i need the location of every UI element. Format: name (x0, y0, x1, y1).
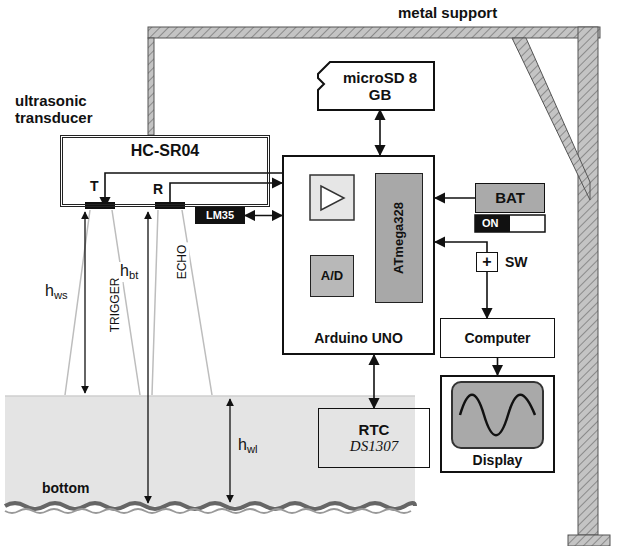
water-body (5, 396, 415, 506)
signal-connector (497, 358, 499, 375)
node-text: HC-SR04 (63, 142, 267, 160)
rtc-box: RTCDS1307 (318, 408, 430, 468)
dimension-line (229, 399, 230, 502)
signal-connector (435, 197, 475, 199)
trigger-beam (65, 210, 140, 395)
sd-card-outline (318, 62, 434, 110)
signal-name: ECHO (176, 243, 189, 282)
transducer-housing: ultrasonic transducerHC-SR04 (60, 135, 270, 207)
waveform (460, 395, 535, 436)
support-column (578, 27, 598, 535)
display-screen (452, 382, 543, 448)
node-text: RTC (359, 421, 390, 438)
water-surface (5, 395, 415, 397)
processor-chip: ATmega328 (375, 173, 423, 303)
node-text: SW (505, 254, 528, 270)
signal-connector (379, 110, 381, 155)
support-hanger (148, 38, 154, 135)
microcontroller-board: Arduino UNO A/D ATmega328 (282, 155, 435, 355)
node-text: ultrasonic transducer (15, 92, 143, 127)
computer-box: Computer (440, 318, 555, 358)
echo-beam (152, 210, 212, 395)
dimension-line (84, 212, 85, 393)
support-brace (512, 38, 590, 200)
signal-name: TRIGGER (109, 276, 122, 335)
dimension-label: hbt (119, 262, 139, 282)
adc-block: A/D (310, 255, 354, 297)
node-text: LM35 (206, 209, 234, 222)
node-text: ATmega328 (392, 202, 407, 274)
dimension-label: hwl (237, 436, 258, 456)
signal-connector (373, 355, 375, 408)
node-text: Display (442, 452, 553, 468)
node-text: Arduino UNO (284, 330, 433, 346)
signal-connector (105, 173, 282, 207)
display-box: Display (440, 375, 555, 473)
signal-connector (170, 183, 282, 207)
bottom-texture (5, 509, 411, 513)
node-text: + (482, 254, 491, 270)
support-base (568, 535, 610, 546)
dimension-label: hws (44, 282, 69, 302)
power-switch (475, 215, 545, 232)
pin-name: R (153, 182, 163, 197)
signal-connector (435, 242, 487, 252)
storage-card: microSD 8 GB (318, 62, 442, 110)
amplifier-symbol (321, 186, 344, 210)
node-text: microSD 8 GB (336, 69, 424, 104)
switch-state: ON (482, 217, 499, 229)
amplifier-box (310, 175, 354, 220)
battery-box: BAT (475, 183, 545, 213)
signal-connector (486, 272, 488, 318)
temperature-sensor: LM35 (195, 207, 245, 224)
node-text: BAT (495, 189, 525, 206)
support-beam (148, 27, 600, 38)
pin-name: T (90, 179, 99, 194)
node-text: DS1307 (350, 438, 398, 455)
node-text: Computer (464, 330, 530, 346)
bottom-ground (5, 503, 415, 509)
node-text: A/D (321, 269, 343, 284)
switch-lever (475, 215, 510, 232)
part-name: metal support (398, 5, 497, 22)
signal-connector (245, 215, 282, 217)
switch-box: +SW (476, 252, 498, 272)
dimension-line (147, 212, 148, 503)
bottom-label: bottom (42, 481, 89, 496)
